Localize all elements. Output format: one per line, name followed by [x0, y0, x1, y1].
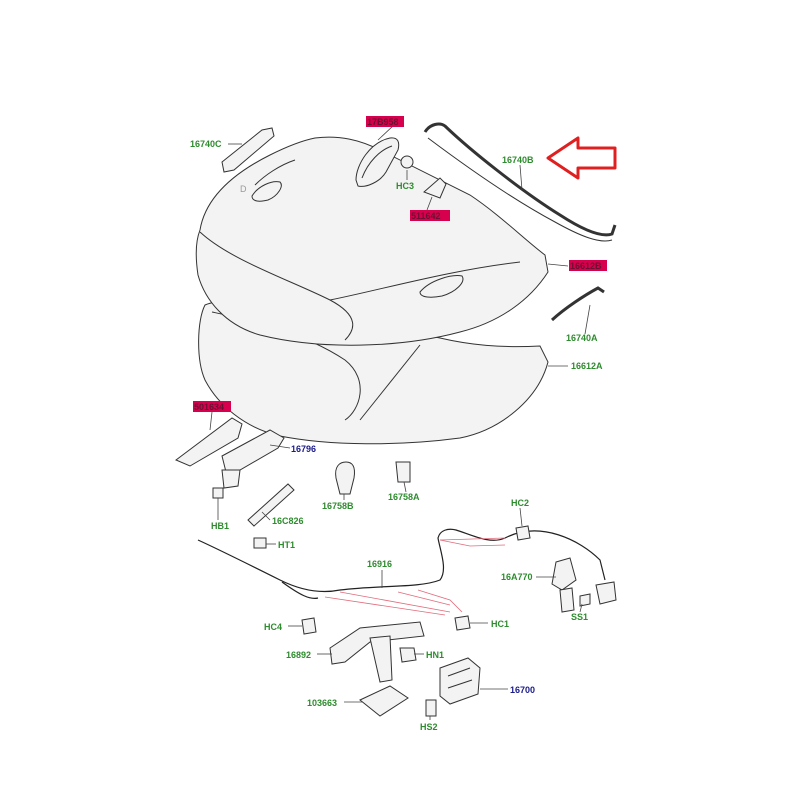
nut-hn1	[399, 647, 417, 663]
label-16c826: 16C826	[272, 516, 304, 526]
vent-panel	[355, 137, 400, 187]
clip-ht1	[253, 537, 267, 549]
label-511642: 511642	[411, 211, 441, 221]
bracket-511642	[423, 177, 447, 199]
highlight-501634	[193, 401, 231, 412]
label-16700: 16700	[510, 685, 535, 695]
red-leader-lines	[324, 537, 506, 616]
label-16612a: 16612A	[571, 361, 603, 371]
bolt-hb1	[212, 487, 224, 499]
label-501634: 501634	[194, 402, 224, 412]
hood-outer-panel: D	[195, 136, 549, 346]
label-16892: 16892	[286, 650, 311, 660]
label-16758a: 16758A	[388, 492, 420, 502]
bump-stop-16758a	[395, 461, 411, 483]
pad-103663	[359, 685, 409, 717]
seal-side-right	[550, 286, 605, 322]
highlight-511642	[410, 210, 450, 221]
label-hb1: HB1	[211, 521, 229, 531]
label-16612b: 16612B	[570, 261, 602, 271]
label-16740c: 16740C	[190, 139, 222, 149]
label-hc2: HC2	[511, 498, 529, 508]
gas-strut	[247, 483, 295, 527]
arrow-icon	[546, 136, 617, 180]
label-16a770: 16A770	[501, 572, 533, 582]
label-hs2: HS2	[420, 722, 438, 732]
label-16758b: 16758B	[322, 501, 354, 511]
label-hc1: HC1	[491, 619, 509, 629]
clip-hc3	[400, 155, 414, 169]
label-ht1: HT1	[278, 540, 295, 550]
hinge-16796	[221, 429, 285, 489]
bump-stop-16758b	[335, 461, 355, 495]
leader-lines	[209, 124, 591, 720]
switch-ss1	[595, 581, 617, 605]
label-103663: 103663	[307, 698, 337, 708]
highlight-17b958	[366, 116, 404, 127]
label-17b958: 17B958	[367, 117, 399, 127]
svg-text:D: D	[240, 184, 247, 194]
bracket-16892	[329, 621, 425, 683]
label-hc3: HC3	[396, 181, 414, 191]
label-16740a: 16740A	[566, 333, 598, 343]
label-16740b: 16740B	[502, 155, 534, 165]
hinge-cover	[175, 417, 243, 467]
label-hc4: HC4	[264, 622, 282, 632]
hood-seal-rear	[423, 122, 617, 237]
latch-16700	[439, 657, 481, 705]
label-ss1: SS1	[571, 612, 588, 622]
release-cable	[197, 528, 606, 593]
clip-hc1	[454, 615, 471, 631]
seal-front-left	[221, 127, 275, 173]
highlight-16612b	[569, 260, 607, 271]
clip-hc4	[301, 617, 317, 635]
label-16796: 16796	[291, 444, 316, 454]
label-16916: 16916	[367, 559, 392, 569]
bolt-hs2	[425, 699, 437, 717]
clip-hc2	[515, 525, 531, 541]
label-hn1: HN1	[426, 650, 444, 660]
release-handle	[551, 557, 577, 591]
